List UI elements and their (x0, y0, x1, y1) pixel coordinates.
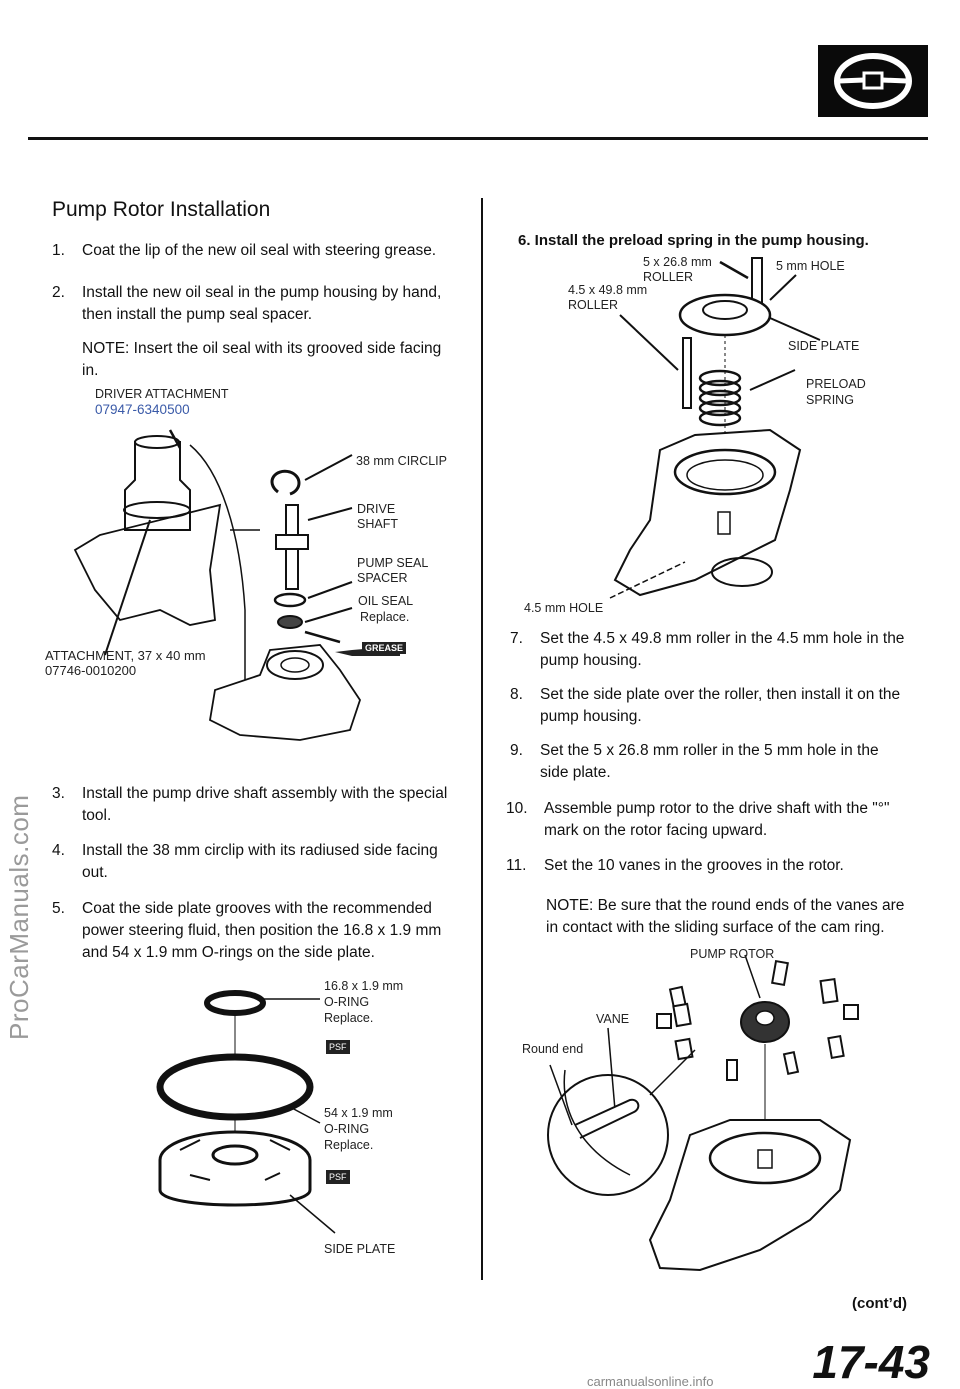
column-divider (481, 198, 483, 1280)
figure-side-plate-orings (156, 990, 336, 1234)
label-side-plate-right: SIDE PLATE (788, 339, 860, 353)
label-oring-16-replace: Replace. (324, 1011, 374, 1025)
step-9: 9.Set the 5 x 26.8 mm roller in the 5 mm… (510, 742, 879, 781)
page-number: 17-43 (812, 1336, 930, 1388)
step-10: 10.Assemble pump rotor to the drive shaf… (506, 800, 890, 839)
continued-label: (cont’d) (852, 1295, 907, 1312)
label-hole-5: 5 mm HOLE (776, 259, 845, 273)
section-title: Pump Rotor Installation (52, 198, 271, 221)
label-oring-16: 16.8 x 1.9 mm (324, 979, 404, 993)
label-roller-45-b: ROLLER (568, 298, 619, 312)
label-pump-rotor: PUMP ROTOR (690, 947, 775, 961)
step-11: 11.Set the 10 vanes in the grooves in th… (506, 857, 844, 874)
label-round-end: Round end (522, 1042, 584, 1056)
note-oil-seal: NOTE: Insert the oil seal with its groov… (82, 340, 442, 379)
label-attachment-pn: 07746-0010200 (45, 663, 137, 678)
step-5: 5.Coat the side plate grooves with the r… (52, 900, 442, 961)
label-oring-16-b: O-RING (324, 995, 370, 1009)
label-oil-seal: OIL SEAL (358, 594, 414, 608)
note-vanes: NOTE: Be sure that the round ends of the… (546, 897, 905, 936)
footer-url: carmanualsonline.info (587, 1374, 714, 1389)
step-7: 7.Set the 4.5 x 49.8 mm roller in the 4.… (510, 630, 905, 669)
label-preload: PRELOAD (806, 377, 866, 391)
label-oil-seal-replace: Replace. (360, 610, 410, 624)
figure-preload-spring (609, 257, 821, 599)
psf-tag-2: PSF (326, 1170, 350, 1184)
label-hole-45: 4.5 mm HOLE (524, 601, 604, 615)
grease-tag: GREASE (362, 642, 407, 654)
label-spacer: PUMP SEAL SPACER (357, 556, 428, 585)
step-6-heading: 6. Install the preload spring in the pum… (518, 232, 869, 249)
label-attachment: ATTACHMENT, 37 x 40 mm (45, 648, 206, 663)
step-4: 4.Install the 38 mm circlip with its rad… (52, 842, 438, 881)
label-roller-45: 4.5 x 49.8 mm (568, 283, 648, 297)
label-preload-b: SPRING (806, 393, 854, 407)
label-roller-5-b: ROLLER (643, 270, 694, 284)
psf-tag-1: PSF (326, 1040, 350, 1054)
label-circlip: 38 mm CIRCLIP (356, 454, 447, 468)
label-drive-shaft: DRIVE SHAFT (357, 502, 398, 531)
step-1: 1.Coat the lip of the new oil seal with … (52, 242, 437, 259)
header-rule (28, 137, 928, 140)
watermark: ProCarManuals.com (4, 794, 34, 1040)
label-oring-54: 54 x 1.9 mm (324, 1106, 393, 1120)
label-vane: VANE (596, 1012, 630, 1026)
label-oring-54-replace: Replace. (324, 1138, 374, 1152)
label-roller-5: 5 x 26.8 mm (643, 255, 712, 269)
step-3: 3.Install the pump drive shaft assembly … (52, 785, 448, 824)
step-2: 2.Install the new oil seal in the pump h… (52, 284, 442, 323)
figure-drive-shaft-assembly (73, 429, 400, 741)
steering-wheel-icon (818, 45, 928, 117)
figure-pump-rotor (547, 954, 859, 1272)
label-driver-attachment-pn: 07947-6340500 (95, 402, 190, 417)
label-side-plate-left: SIDE PLATE (324, 1242, 396, 1256)
label-oring-54-b: O-RING (324, 1122, 370, 1136)
step-8: 8.Set the side plate over the roller, th… (510, 686, 901, 725)
label-driver-attachment: DRIVER ATTACHMENT (95, 387, 229, 401)
